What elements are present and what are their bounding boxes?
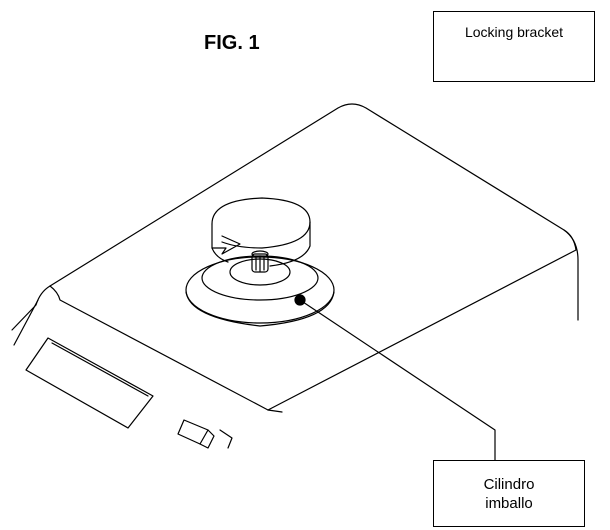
- packing-cylinder-label-box: Cilindro imballo: [433, 460, 585, 527]
- device-right-side: [563, 229, 579, 321]
- leader-line: [299, 299, 496, 463]
- display-window: [25, 337, 154, 429]
- device-front-edge-inner: [13, 299, 39, 346]
- front-button: [177, 419, 209, 445]
- front-slot: [219, 429, 233, 449]
- rotation-arrow-icon: [211, 197, 311, 267]
- packing-cylinder: [185, 250, 335, 327]
- device-top-surface: [49, 103, 577, 411]
- locking-bracket-label: Locking bracket: [464, 24, 564, 40]
- device-front-bottom: [49, 285, 269, 411]
- packing-cylinder-label-line1: Cilindro: [483, 475, 535, 493]
- cylinder-knob: [251, 253, 269, 273]
- display-window-inner: [51, 342, 149, 397]
- cylinder-base-rim: [185, 291, 335, 327]
- front-button-side: [199, 429, 215, 449]
- locking-bracket-label-box: Locking bracket: [433, 11, 595, 82]
- device-front-edge: [11, 285, 51, 331]
- device-front-lower: [267, 409, 283, 413]
- figure-title: FIG. 1: [204, 32, 260, 54]
- packing-cylinder-label-line2: imballo: [485, 494, 533, 512]
